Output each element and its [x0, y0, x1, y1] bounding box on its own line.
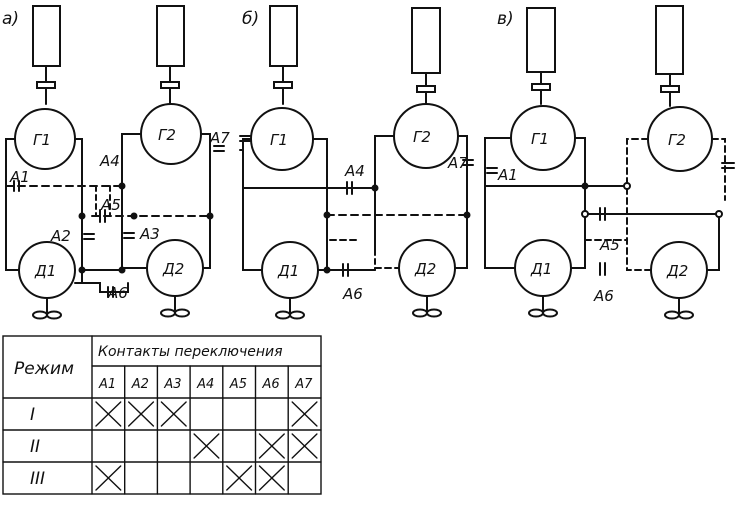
panel-a-label: а) — [2, 9, 19, 29]
a4-label-a: А4 — [99, 152, 120, 170]
d2-label: Д2 — [666, 262, 688, 280]
contacts-header: Контакты переключения — [98, 344, 283, 360]
mode-label: II — [30, 437, 40, 457]
a6-label-v: А6 — [593, 287, 614, 305]
panel-a-contacts — [13, 145, 225, 298]
table-border — [2, 335, 322, 495]
closed-contact-mark — [160, 401, 187, 427]
column-header: А7 — [294, 377, 313, 392]
a6-label-a: А6 — [107, 284, 128, 302]
engine-2 — [156, 5, 185, 67]
contact-a1 — [13, 180, 20, 192]
contact-a1 — [239, 135, 251, 142]
engine-1 — [269, 5, 298, 67]
closed-contact-mark — [291, 401, 318, 427]
coupling-1 — [531, 71, 551, 105]
g2-label: Г2 — [413, 128, 431, 146]
propeller-d2 — [160, 295, 190, 318]
closed-contact-mark — [193, 433, 220, 459]
contact-a5 — [599, 207, 606, 221]
mode-header: Режим — [14, 359, 74, 379]
a4-label-b: А4 — [344, 162, 365, 180]
engine-1 — [32, 5, 61, 67]
mode-label: III — [30, 469, 45, 489]
column-header: А1 — [98, 377, 116, 392]
engine-2 — [655, 5, 684, 75]
closed-contact-mark — [127, 401, 155, 427]
d1-label: Д1 — [530, 260, 552, 278]
g1-label: Г1 — [33, 131, 51, 149]
propeller-d2 — [664, 297, 694, 320]
panel-v-contacts — [486, 162, 735, 276]
panel-v: в) Г1 Г2 Д1 Д2 — [484, 5, 735, 320]
coupling-2 — [416, 72, 436, 105]
panel-v-label: в) — [497, 9, 514, 29]
contact-a6 — [342, 263, 349, 277]
propeller-d1 — [528, 295, 558, 318]
contact-a1 — [486, 167, 498, 174]
panel-b-contacts — [239, 135, 474, 277]
panel-b-wiring — [239, 135, 471, 274]
a1-label-a: А1 — [9, 168, 30, 186]
closed-contact-mark — [95, 401, 122, 427]
propeller-d1 — [32, 297, 62, 320]
contact-a7 — [213, 145, 225, 152]
d1-label: Д1 — [277, 262, 299, 280]
contact-a6 — [599, 262, 606, 276]
contact-a4 — [346, 181, 353, 195]
propeller-d2 — [412, 295, 442, 318]
column-header: А6 — [262, 377, 280, 392]
panel-v-wiring — [484, 137, 726, 271]
column-header: А2 — [131, 377, 149, 392]
g2-label: Г2 — [668, 131, 686, 149]
d1-label: Д1 — [34, 262, 56, 280]
g1-label: Г1 — [531, 130, 549, 148]
contact-a2 — [83, 233, 95, 240]
contact-a7 — [462, 159, 474, 166]
coupling-1 — [273, 65, 293, 105]
coupling-1 — [36, 65, 56, 105]
closed-contact-mark — [95, 465, 122, 491]
contact-a3 — [123, 232, 135, 239]
engine-1 — [526, 7, 556, 73]
engine-2 — [411, 7, 441, 74]
g2-label: Г2 — [158, 126, 176, 144]
coupling-2 — [660, 73, 680, 107]
coupling-2 — [160, 65, 180, 105]
closed-contact-mark — [258, 465, 285, 491]
panel-a: а) Г1 Г2 Д1 Д2 — [2, 5, 230, 320]
column-header: А5 — [229, 377, 247, 392]
g1-label: Г1 — [270, 131, 288, 149]
a5-label-v: А5 — [599, 236, 620, 254]
mode-table: Режим Контакты переключения А1 А2 А3 А4 А5 А6… — [2, 335, 322, 495]
a7-label-b: А7 — [447, 154, 468, 172]
contact-a5 — [99, 209, 106, 223]
a6-label-b: А6 — [342, 285, 363, 303]
d2-label: Д2 — [162, 260, 184, 278]
propeller-d1 — [275, 297, 305, 320]
closed-contact-mark — [258, 433, 285, 459]
panel-a-wiring — [5, 133, 214, 293]
mode-label: I — [30, 405, 35, 425]
contact-a6 — [107, 286, 114, 298]
column-header: А4 — [196, 377, 214, 392]
d2-label: Д2 — [414, 260, 436, 278]
a7-label-a: А7 — [209, 129, 230, 147]
contact-a7 — [721, 162, 735, 169]
a5-label-a: А5 — [100, 196, 121, 214]
panel-b: б) Г1 Г2 Д1 Д2 — [239, 5, 474, 320]
a1-label-v: А1 — [497, 166, 518, 184]
panel-b-label: б) — [242, 9, 259, 29]
closed-contact-mark — [291, 433, 318, 459]
a2-label-a: А2 — [50, 227, 71, 245]
closed-contact-mark — [226, 465, 253, 491]
a3-label-a: А3 — [139, 225, 160, 243]
column-header: А3 — [163, 377, 181, 392]
